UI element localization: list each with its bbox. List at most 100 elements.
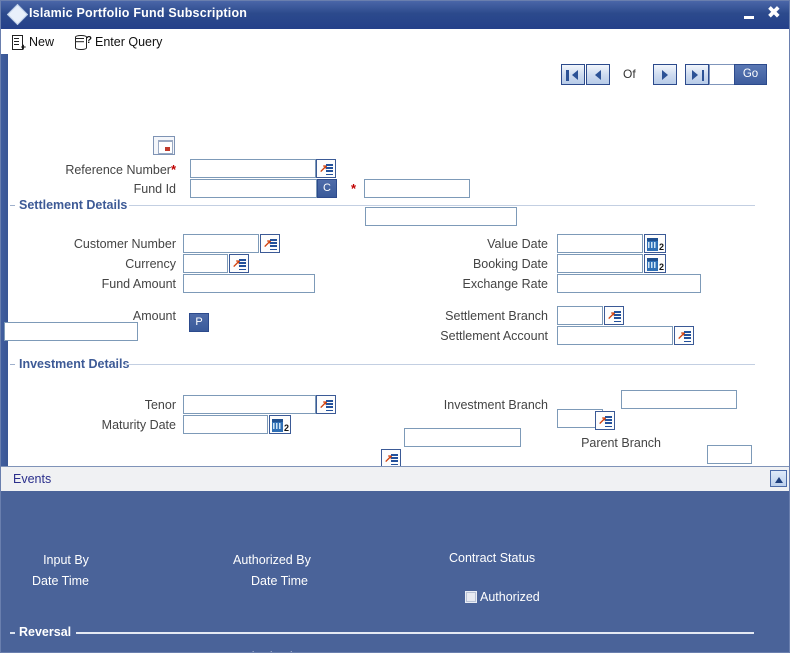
exchange-rate-input[interactable]: [557, 274, 701, 293]
previous-record-button[interactable]: [586, 64, 610, 85]
audit-input-by-label: Input By: [43, 553, 89, 567]
maturity-date-input[interactable]: [183, 415, 268, 434]
lov-arrow-icon: ↗: [607, 310, 617, 322]
next-record-button[interactable]: [653, 64, 677, 85]
investment-extra-center-input[interactable]: [404, 428, 521, 447]
calendar-grid-icon: [647, 258, 658, 271]
booking-date-label: Booking Date: [472, 257, 548, 271]
events-bar: Events: [1, 466, 789, 493]
lov-lines-icon: [270, 239, 277, 251]
amount-input[interactable]: [4, 322, 138, 341]
enter-query-button-label: Enter Query: [95, 35, 163, 49]
investment-section-dash: [10, 364, 15, 365]
lov-lines-icon: [614, 311, 621, 323]
reversal-input-by-label: Input By: [40, 650, 86, 652]
settlement-account-input[interactable]: [557, 326, 673, 345]
lov-arrow-icon: ↗: [598, 415, 608, 427]
lov-arrow-icon: ↗: [319, 163, 329, 175]
lov-lines-icon: [605, 416, 612, 428]
fund-id-input[interactable]: [190, 179, 317, 198]
lov-lines-icon: [684, 331, 691, 343]
lov-arrow-icon: ↗: [384, 453, 394, 465]
authorized-checkbox[interactable]: [465, 591, 477, 603]
customer-number-label: Customer Number: [73, 237, 176, 251]
restore-window-icon[interactable]: [153, 136, 175, 155]
tenor-lov-icon[interactable]: ↗: [316, 395, 336, 414]
currency-lov-icon[interactable]: ↗: [229, 254, 249, 273]
investment-section-title: Investment Details: [15, 357, 134, 371]
new-button[interactable]: + New: [11, 33, 54, 51]
customer-number-lov-icon[interactable]: ↗: [260, 234, 280, 253]
settlement-branch-lov-icon[interactable]: ↗: [604, 306, 624, 325]
audit-date-time-label-2: Date Time: [251, 574, 308, 588]
settlement-section-dash: [10, 205, 15, 206]
contract-status-label: Contract Status: [449, 551, 536, 565]
lov-lines-icon: [391, 454, 398, 466]
toolbar: + New ? Enter Query: [1, 29, 789, 55]
value-date-input[interactable]: [557, 234, 643, 253]
calendar-digit: 2: [283, 423, 289, 433]
first-record-button[interactable]: [561, 64, 585, 85]
fund-amount-label: Fund Amount: [101, 277, 176, 291]
value-date-calendar-icon[interactable]: 2: [644, 234, 666, 253]
fund-id-required-star: *: [350, 181, 356, 196]
exchange-rate-label: Exchange Rate: [462, 277, 548, 291]
tenor-input[interactable]: [183, 395, 316, 414]
reference-number-input[interactable]: [190, 159, 316, 178]
value-date-label: Value Date: [487, 237, 548, 251]
maturity-date-calendar-icon[interactable]: 2: [269, 415, 291, 434]
settlement-branch-input[interactable]: [557, 306, 603, 325]
minimize-icon[interactable]: [743, 8, 755, 20]
fund-id-calc-button[interactable]: C: [317, 179, 337, 198]
amount-populate-button[interactable]: P: [189, 313, 209, 332]
investment-branch-lov-icon[interactable]: ↗: [595, 411, 615, 430]
investment-section-rule: [125, 364, 755, 365]
reference-number-description-input[interactable]: [365, 207, 517, 226]
lov-lines-icon: [326, 400, 333, 412]
calendar-digit: 2: [658, 262, 664, 272]
customer-number-input[interactable]: [183, 234, 259, 253]
audit-authorized-by-label: Authorized By: [233, 553, 311, 567]
booking-date-calendar-icon[interactable]: 2: [644, 254, 666, 273]
settlement-account-label: Settlement Account: [440, 329, 548, 343]
investment-branch-label: Investment Branch: [443, 398, 548, 412]
audit-date-time-label-1: Date Time: [32, 574, 89, 588]
calendar-grid-icon: [647, 238, 658, 251]
lov-arrow-icon: ↗: [263, 238, 273, 250]
reversal-section-dash: [10, 632, 15, 634]
amount-label: Amount: [132, 309, 176, 323]
settlement-branch-label: Settlement Branch: [445, 309, 548, 323]
settlement-section-title: Settlement Details: [15, 198, 132, 212]
form-canvas: Of Go Reference Number* ↗ Fund Id C * Se…: [1, 54, 789, 652]
calendar-grid-icon: [272, 419, 283, 432]
events-collapse-icon[interactable]: [770, 470, 787, 487]
go-button[interactable]: Go: [734, 64, 767, 85]
app-diamond-icon: [6, 3, 29, 26]
reference-number-lov-icon[interactable]: ↗: [316, 159, 336, 178]
lov-arrow-icon: ↗: [677, 330, 687, 342]
reversal-authorized-by-label: Authorized By: [233, 650, 311, 652]
close-icon[interactable]: ✖: [766, 3, 781, 23]
reversal-section-title: Reversal: [15, 625, 76, 639]
tenor-label: Tenor: [144, 398, 176, 412]
parent-branch-label: Parent Branch: [581, 436, 661, 450]
fund-id-label: Fund Id: [133, 182, 176, 196]
investment-branch-description-input[interactable]: [621, 390, 737, 409]
events-title: Events: [13, 472, 52, 486]
investment-extra-lov-icon[interactable]: ↗: [381, 449, 401, 468]
settlement-account-lov-icon[interactable]: ↗: [674, 326, 694, 345]
lov-lines-icon: [326, 164, 333, 176]
last-record-button[interactable]: [685, 64, 709, 85]
parent-branch-input[interactable]: [707, 445, 752, 464]
lov-lines-icon: [239, 259, 246, 271]
currency-input[interactable]: [183, 254, 228, 273]
fund-amount-input[interactable]: [183, 274, 315, 293]
reference-number-label-text: Reference Number: [65, 163, 171, 177]
fund-id-description-input[interactable]: [364, 179, 470, 198]
maturity-date-label: Maturity Date: [101, 418, 176, 432]
enter-query-button[interactable]: ? Enter Query: [75, 33, 162, 51]
window-title: Islamic Portfolio Fund Subscription: [29, 6, 248, 20]
booking-date-input[interactable]: [557, 254, 643, 273]
enter-query-icon: ?: [75, 34, 92, 50]
